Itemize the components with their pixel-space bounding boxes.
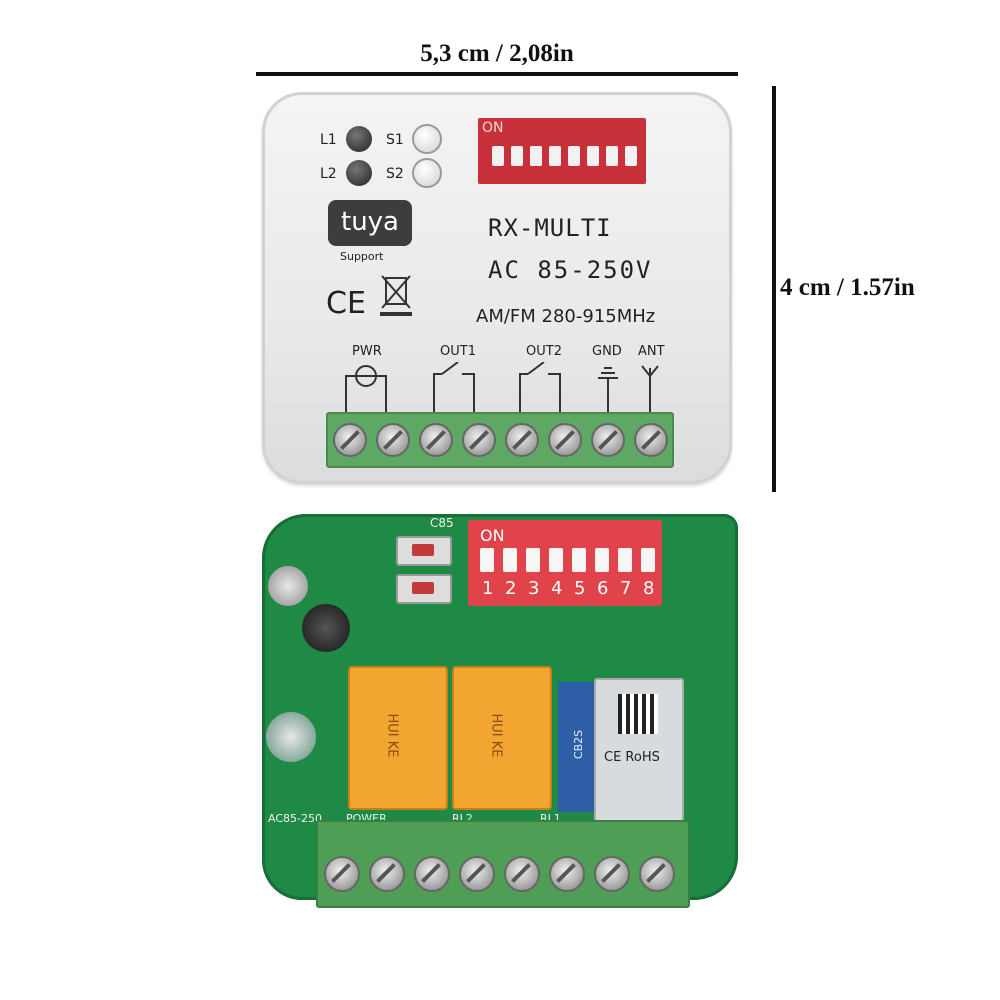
led-label-l1: L1 xyxy=(320,132,337,148)
screw-terminal-top-1[interactable] xyxy=(333,423,367,457)
screw-terminal-top-2[interactable] xyxy=(376,423,410,457)
tuya-logo: tuya xyxy=(328,200,412,246)
dip-number-8: 8 xyxy=(643,578,655,599)
width-dimension-line xyxy=(256,72,738,76)
relay-2-brand: HUI KE xyxy=(488,713,504,758)
dip-on-label-bottom: ON xyxy=(480,526,505,545)
led-label-l2: L2 xyxy=(320,166,337,182)
dip-switch-top-1[interactable] xyxy=(492,146,504,166)
dip-switch-4[interactable] xyxy=(549,548,563,572)
wiring-diagram xyxy=(345,362,659,412)
height-dimension-label: 4 cm / 1.57in xyxy=(780,274,915,301)
dip-switch-top-3[interactable] xyxy=(530,146,542,166)
dip-switch-7[interactable] xyxy=(618,548,632,572)
electrolytic-capacitor-2 xyxy=(266,712,316,762)
button-label-s1: S1 xyxy=(386,132,404,148)
screw-terminal-bottom-3[interactable] xyxy=(414,856,450,892)
qr-code-icon xyxy=(618,694,658,734)
dip-number-3: 3 xyxy=(528,578,540,599)
relay-2: HUI KE xyxy=(452,666,552,810)
dip-switch-3[interactable] xyxy=(526,548,540,572)
dip-number-7: 7 xyxy=(620,578,632,599)
weee-bin-icon xyxy=(380,275,412,316)
terminal-label-out1: OUT1 xyxy=(440,344,476,359)
electrolytic-capacitor-1 xyxy=(268,566,308,606)
dip-switch-2[interactable] xyxy=(503,548,517,572)
pcb-label-c85: C85 xyxy=(430,516,454,530)
screw-terminal-bottom-8[interactable] xyxy=(639,856,675,892)
module-certification: CE RoHS xyxy=(604,750,660,765)
voltage-rating: AC 85-250V xyxy=(488,256,653,284)
button-s2[interactable] xyxy=(412,158,442,188)
screw-terminal-top-5[interactable] xyxy=(505,423,539,457)
led-l2 xyxy=(346,160,372,186)
button-s1[interactable] xyxy=(412,124,442,154)
screw-terminal-top-4[interactable] xyxy=(462,423,496,457)
screw-terminal-top-6[interactable] xyxy=(548,423,582,457)
dip-switch-top-2[interactable] xyxy=(511,146,523,166)
dip-number-6: 6 xyxy=(597,578,609,599)
dip-switch-top-8[interactable] xyxy=(625,146,637,166)
screw-terminal-bottom-6[interactable] xyxy=(549,856,585,892)
dip-switch-window: ON xyxy=(478,118,646,184)
wifi-module: CE RoHS xyxy=(594,678,684,822)
screw-terminal-bottom-7[interactable] xyxy=(594,856,630,892)
terminal-label-pwr: PWR xyxy=(352,344,382,359)
frequency-rating: AM/FM 280-915MHz xyxy=(476,306,656,327)
terminal-label-out2: OUT2 xyxy=(526,344,562,359)
relay-1: HUI KE xyxy=(348,666,448,810)
dip-on-label-top: ON xyxy=(482,120,504,136)
screw-terminal-bottom-1[interactable] xyxy=(324,856,360,892)
screw-terminal-bottom-2[interactable] xyxy=(369,856,405,892)
terminal-block-top xyxy=(326,412,674,468)
model-name: RX-MULTI xyxy=(488,214,612,242)
dip-number-4: 4 xyxy=(551,578,563,599)
dip-switch-top-5[interactable] xyxy=(568,146,580,166)
screw-terminal-top-7[interactable] xyxy=(591,423,625,457)
pcb-label-ac: AC85-250 xyxy=(268,812,322,825)
dip-number-1: 1 xyxy=(482,578,494,599)
led-l1 xyxy=(346,126,372,152)
dip-switch-top-4[interactable] xyxy=(549,146,561,166)
screw-terminal-top-8[interactable] xyxy=(634,423,668,457)
screw-terminal-bottom-4[interactable] xyxy=(459,856,495,892)
dip-switch-6[interactable] xyxy=(595,548,609,572)
ce-mark: CE xyxy=(326,286,366,321)
screw-terminal-top-3[interactable] xyxy=(419,423,453,457)
dip-switch-block: ON 1 2 3 4 5 6 7 8 xyxy=(468,520,662,606)
inductor xyxy=(302,604,350,652)
width-dimension-label: 5,3 cm / 2,08in xyxy=(420,40,574,67)
screw-terminal-bottom-5[interactable] xyxy=(504,856,540,892)
dip-number-2: 2 xyxy=(505,578,517,599)
terminal-block-bottom xyxy=(316,820,690,908)
terminal-label-gnd: GND xyxy=(592,344,622,359)
dip-number-5: 5 xyxy=(574,578,586,599)
antenna-label: CB2S xyxy=(572,729,586,760)
dip-switch-1[interactable] xyxy=(480,548,494,572)
relay-1-brand: HUI KE xyxy=(384,713,400,758)
wifi-antenna: CB2S xyxy=(558,682,598,812)
tactile-button-2[interactable] xyxy=(396,574,452,604)
height-dimension-line xyxy=(772,86,776,492)
button-label-s2: S2 xyxy=(386,166,404,182)
dip-switch-5[interactable] xyxy=(572,548,586,572)
dip-switch-8[interactable] xyxy=(641,548,655,572)
tuya-support-text: Support xyxy=(340,250,384,263)
dip-switch-top-6[interactable] xyxy=(587,146,599,166)
tactile-button-1[interactable] xyxy=(396,536,452,566)
terminal-label-ant: ANT xyxy=(638,344,665,359)
dip-switch-top-7[interactable] xyxy=(606,146,618,166)
